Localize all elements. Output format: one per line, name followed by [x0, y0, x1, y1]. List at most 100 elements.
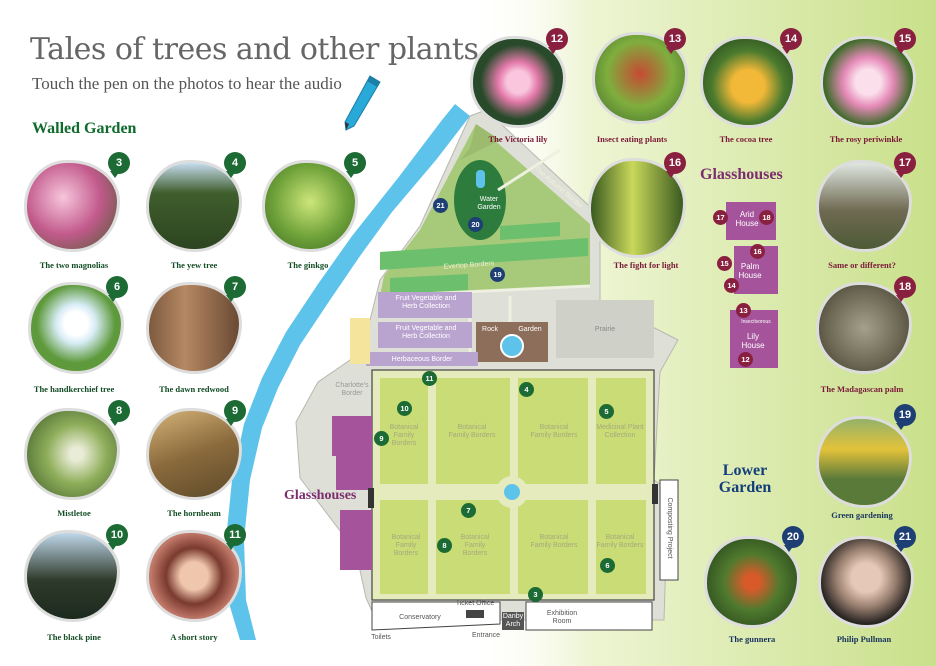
photo-stop-19[interactable]: [816, 416, 912, 508]
map-dot-10[interactable]: 10: [397, 401, 412, 416]
map-label-herbaceous: Herbaceous Border: [391, 356, 453, 363]
map-label-bfb-1: Botanical Family Borders: [389, 424, 419, 447]
photo-stop-6[interactable]: [28, 282, 124, 374]
map-dot-5[interactable]: 5: [599, 404, 614, 419]
map-label-composting: Composting Project: [666, 497, 673, 559]
map-dot-3[interactable]: 3: [528, 587, 543, 602]
map-label-ticket-office: Ticket Office: [455, 600, 495, 607]
map-dot-15[interactable]: 15: [717, 256, 732, 271]
map-label-charlottes: Charlotte's Border: [335, 382, 369, 397]
caption-stop-16: The fight for light: [613, 260, 679, 270]
photo-stop-3[interactable]: [24, 160, 120, 252]
photo-stop-4[interactable]: [146, 160, 242, 252]
caption-stop-7: The dawn redwood: [159, 384, 229, 394]
map-dot-4[interactable]: 4: [519, 382, 534, 397]
badge-stop-20: 20: [782, 526, 804, 552]
caption-stop-17: Same or different?: [828, 260, 896, 270]
badge-stop-19: 19: [894, 404, 916, 430]
map-dot-7[interactable]: 7: [461, 503, 476, 518]
caption-stop-6: The handkerchief tree: [33, 384, 115, 394]
map-dot-21[interactable]: 21: [433, 198, 448, 213]
photo-stop-13[interactable]: [592, 32, 688, 124]
map-label-bfb-3: Botanical Family Borders: [530, 424, 578, 439]
caption-stop-9: The hornbeam: [167, 508, 221, 518]
photo-stop-7[interactable]: [146, 282, 242, 374]
section-lower-garden: Lower Garden: [715, 462, 775, 496]
map-label-garden: Garden: [518, 326, 542, 333]
map-label-arid-house: Arid House: [735, 210, 759, 228]
map-label-prairie: Prairie: [594, 326, 616, 333]
map-dot-11[interactable]: 11: [422, 371, 437, 386]
badge-stop-16: 16: [664, 152, 686, 178]
map-dot-13[interactable]: 13: [736, 303, 751, 318]
badge-stop-21: 21: [894, 526, 916, 552]
map-dot-18[interactable]: 18: [759, 210, 774, 225]
photo-stop-10[interactable]: [24, 530, 120, 622]
badge-stop-3: 3: [108, 152, 130, 178]
audio-pen-icon: [344, 75, 381, 131]
page-title: Tales of trees and other plants: [30, 32, 479, 67]
map-label-insectivorous: Insectivorous: [741, 319, 771, 325]
photo-stop-9[interactable]: [146, 408, 242, 500]
badge-stop-17: 17: [894, 152, 916, 178]
photo-stop-21[interactable]: [818, 536, 914, 628]
badge-stop-8: 8: [108, 400, 130, 426]
map-dot-6[interactable]: 6: [600, 558, 615, 573]
map-label-palm-house: Palm House: [738, 262, 762, 280]
section-walled-garden: Walled Garden: [32, 120, 137, 137]
map-dot-16[interactable]: 16: [750, 244, 765, 259]
map-label-lily-house: Lily House: [741, 332, 765, 350]
map-dot-19[interactable]: 19: [490, 267, 505, 282]
photo-stop-18[interactable]: [816, 282, 912, 374]
caption-stop-12: The Victoria lily: [488, 134, 548, 144]
badge-stop-18: 18: [894, 276, 916, 302]
photo-stop-11[interactable]: [146, 530, 242, 622]
caption-stop-19: Green gardening: [831, 510, 893, 520]
river-cherwell: [226, 104, 470, 640]
photo-stop-17[interactable]: [816, 160, 912, 252]
lower-garden-line-2: Garden: [718, 479, 772, 496]
photo-stop-5[interactable]: [262, 160, 358, 252]
caption-stop-3: The two magnolias: [39, 260, 109, 270]
map-label-fruit-veg-2: Fruit Vegetable and Herb Collection: [395, 325, 457, 340]
map-label-bfb-7: Botanical Family Borders: [596, 534, 644, 549]
badge-stop-10: 10: [106, 524, 128, 550]
badge-stop-9: 9: [224, 400, 246, 426]
map-dot-17[interactable]: 17: [713, 210, 728, 225]
caption-stop-21: Philip Pullman: [836, 634, 892, 644]
map-label-fruit-veg-1: Fruit Vegetable and Herb Collection: [395, 295, 457, 310]
caption-stop-10: The black pine: [47, 632, 101, 642]
map-dot-12[interactable]: 12: [738, 352, 753, 367]
map-label-medicinal: Medicinal Plant Collection: [596, 424, 644, 439]
badge-stop-7: 7: [224, 276, 246, 302]
photo-stop-20[interactable]: [704, 536, 800, 628]
caption-stop-14: The cocoa tree: [719, 134, 773, 144]
map-label-glasshouses: Glasshouses: [284, 488, 357, 503]
map-dot-20[interactable]: 20: [468, 217, 483, 232]
map-label-rock: Rock: [482, 326, 498, 333]
map-label-bfb-2: Botanical Family Borders: [448, 424, 496, 439]
map-dot-8[interactable]: 8: [437, 538, 452, 553]
badge-stop-4: 4: [224, 152, 246, 178]
caption-stop-13: Insect eating plants: [596, 134, 668, 144]
caption-stop-11: A short story: [170, 632, 218, 642]
map-label-conservatory: Conservatory: [399, 614, 441, 621]
page-subtitle: Touch the pen on the photos to hear the …: [32, 74, 342, 93]
map-dot-9[interactable]: 9: [374, 431, 389, 446]
photo-stop-8[interactable]: [24, 408, 120, 500]
badge-stop-5: 5: [344, 152, 366, 178]
map-label-bfb-6: Botanical Family Borders: [530, 534, 578, 549]
badge-stop-13: 13: [664, 28, 686, 54]
caption-stop-18: The Madagascan palm: [820, 384, 904, 394]
map-label-danby-arch: Danby Arch: [502, 613, 524, 628]
map-label-bfb-4: Botanical Family Borders: [391, 534, 421, 557]
map-label-exhibition: Exhibition Room: [546, 610, 578, 625]
caption-stop-15: The rosy periwinkle: [829, 134, 903, 144]
caption-stop-20: The gunnera: [728, 634, 776, 644]
map-label-toilets: Toilets: [371, 634, 391, 641]
map-label-bfb-5: Botanical Family Borders: [460, 534, 490, 557]
photo-stop-14[interactable]: [700, 36, 796, 128]
caption-stop-8: Mistletoe: [57, 508, 91, 518]
map-dot-14[interactable]: 14: [724, 278, 739, 293]
